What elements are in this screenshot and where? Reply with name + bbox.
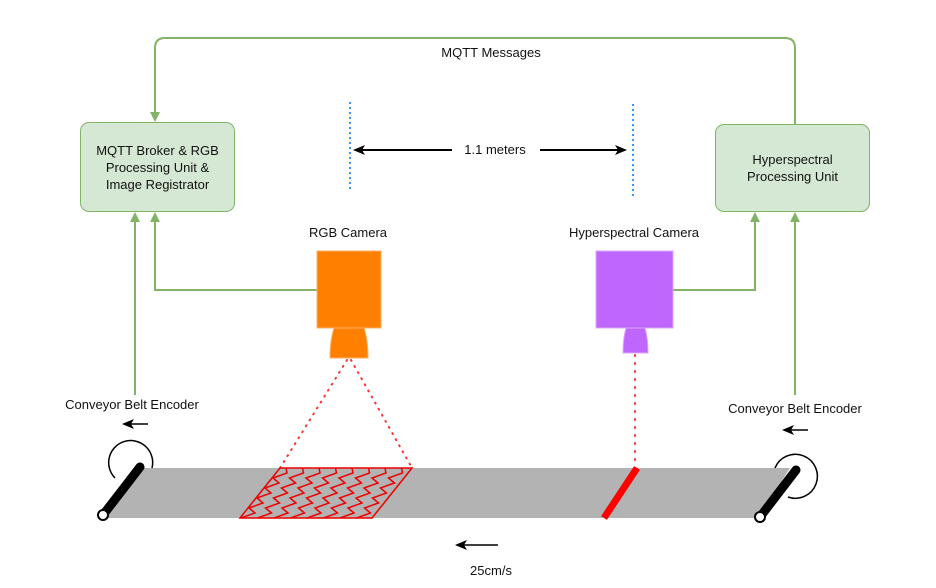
scan-zigzag [356,467,404,519]
rgb-scan-pattern [240,467,404,519]
scan-zigzag [323,467,371,519]
scan-zigzag [339,467,387,519]
rgb-fov-left [279,359,348,469]
rgb-connector [154,222,317,291]
mqtt-connector [154,37,796,124]
scan-zigzag [240,467,288,519]
distance-label: 1.1 meters [464,142,526,157]
scan-zigzag [273,467,321,519]
left-encoder-label: Conveyor Belt Encoder [65,397,199,412]
belt-speed-label: 25cm/s [470,563,512,578]
rgb-fov-right [350,359,413,469]
scan-zigzag [257,467,305,519]
right-encoder-label: Conveyor Belt Encoder [728,401,862,416]
scan-zigzag [306,467,354,519]
hyperspectral-camera-label: Hyperspectral Camera [568,225,700,240]
rgb-camera-lens [329,327,369,359]
hsi-connector [673,222,756,291]
hsi-camera-body [595,250,674,329]
conveyor-belt [105,468,790,518]
left-roller [98,462,145,520]
mqtt-arrowhead [150,112,160,122]
hsi-scan-line [601,466,640,520]
mqtt-broker-unit: MQTT Broker & RGB Processing Unit & Imag… [80,122,235,212]
scan-zigzag [290,467,338,519]
hyperspectral-processing-unit: Hyperspectral Processing Unit [715,124,870,212]
mqtt-messages-label: MQTT Messages [441,45,541,60]
right-roller-end [754,511,766,523]
rgb-camera-label: RGB Camera [308,225,388,240]
right-roller [755,465,801,522]
rgb-camera-body [316,250,382,329]
left-roller-end [97,509,109,521]
right-encoder-wheel [774,453,819,500]
left-encoder-wheel [108,439,154,479]
rgb-scan-area [238,467,414,519]
hsi-camera-lens [622,327,649,354]
